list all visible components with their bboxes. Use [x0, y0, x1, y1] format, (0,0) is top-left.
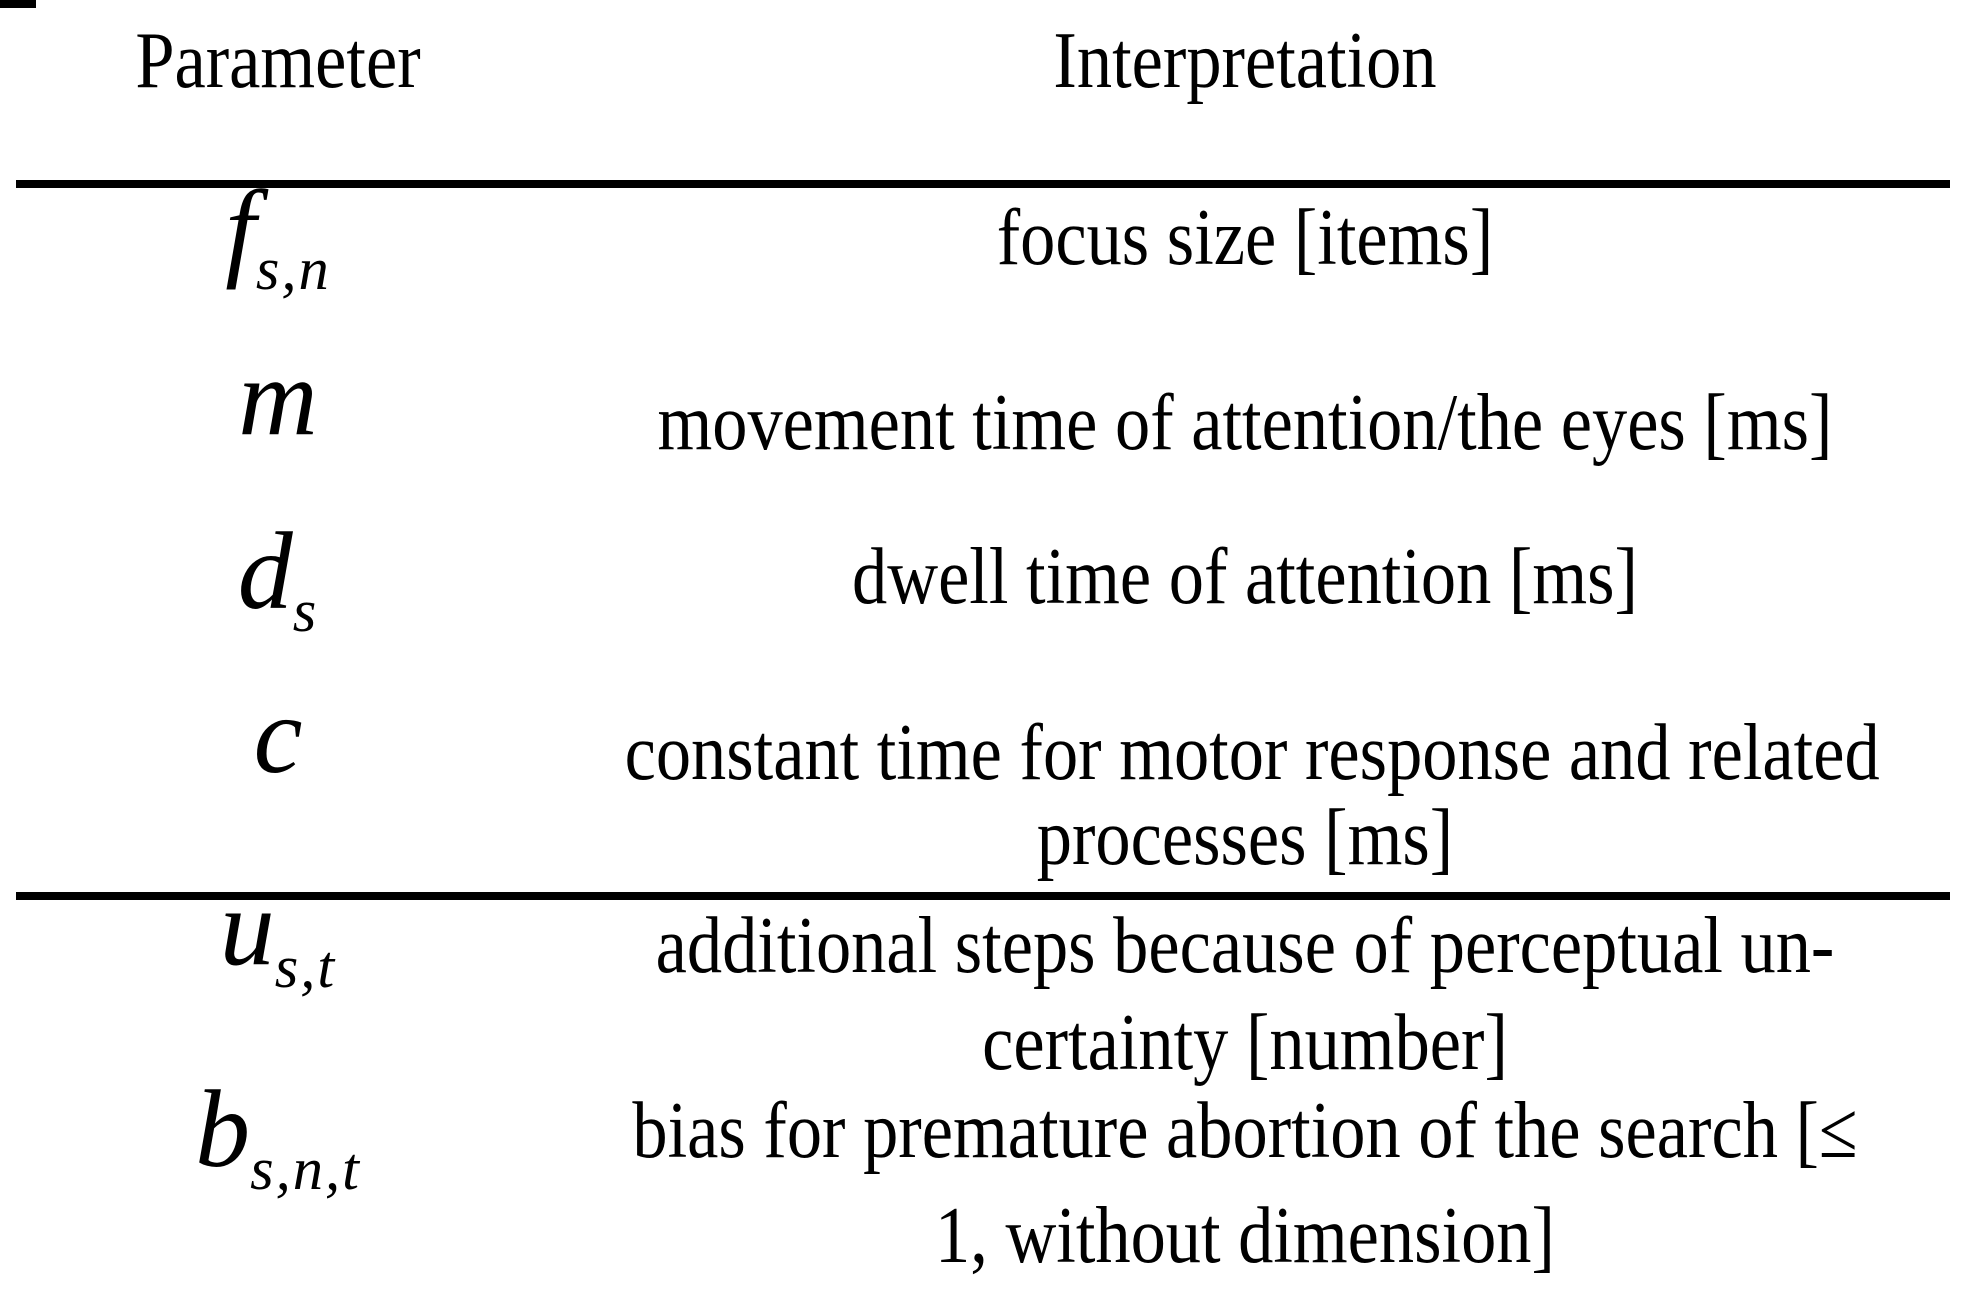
row-symbol-c: c [16, 680, 540, 790]
scan-artifact [0, 0, 36, 8]
interpretation-line: certainty [number] [982, 999, 1508, 1087]
symbol-letter: b [195, 1068, 251, 1190]
row-symbol-u: us,t [16, 872, 540, 998]
row-symbol-f: fs,n [16, 174, 540, 300]
symbol-letter: u [219, 866, 275, 988]
column-header-parameter: Parameter [135, 17, 421, 105]
interpretation-line: bias for premature abortion of the searc… [632, 1087, 1858, 1175]
symbol-letter: c [253, 674, 303, 796]
interpretation-line: constant time for motor response and rel… [624, 709, 1880, 797]
column-header-interpretation: Interpretation [1053, 17, 1437, 105]
symbol-letter: d [237, 510, 293, 632]
row-symbol-d: ds [16, 516, 540, 642]
interpretation-line: dwell time of attention [ms] [852, 533, 1638, 621]
row-symbol-m: m [16, 342, 540, 452]
symbol-subscript: s,n [255, 236, 331, 303]
interpretation-line: 1, without dimension] [935, 1192, 1555, 1280]
interpretation-line: processes [ms] [1036, 794, 1454, 882]
row-symbol-b: bs,n,t [16, 1074, 540, 1200]
table-rule-top [16, 180, 1950, 188]
interpretation-line: movement time of attention/the eyes [ms] [657, 379, 1833, 467]
symbol-subscript: s,t [274, 934, 337, 1001]
symbol-subscript: s [292, 578, 319, 645]
symbol-subscript: s,n,t [250, 1136, 361, 1203]
interpretation-line: additional steps because of perceptual u… [655, 902, 1835, 990]
interpretation-line: focus size [items] [996, 194, 1494, 282]
symbol-letter: m [238, 336, 318, 458]
symbol-letter: f [225, 168, 256, 290]
table-rule-middle [16, 892, 1950, 900]
